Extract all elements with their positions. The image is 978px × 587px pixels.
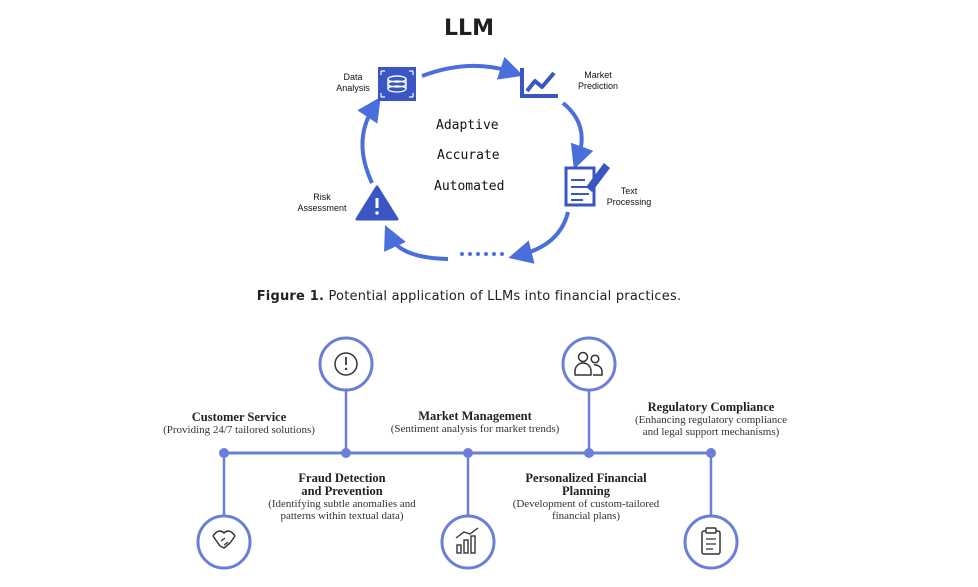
timeline-item-desc: (Development of custom-tailored financia…	[512, 498, 660, 522]
node-label-data-analysis: Data Analysis	[336, 72, 370, 93]
timeline-item-desc: (Identifying subtle anomalies and patter…	[268, 498, 416, 522]
timeline-item-title: Fraud Detection and Prevention	[298, 471, 386, 498]
figure-caption-label: Figure 1.	[256, 289, 325, 304]
node-label-market-prediction: Market Prediction	[577, 70, 619, 91]
arrow-dots-to-risk	[384, 225, 449, 261]
figure-caption-text: Potential application of LLMs into finan…	[328, 289, 682, 304]
timeline-item-desc: (Enhancing regulatory compliance and leg…	[634, 414, 788, 438]
ellipsis-dots	[460, 252, 504, 256]
figure-caption: Figure 1. Potential application of LLMs …	[0, 289, 938, 304]
quality-automated: Automated	[434, 179, 505, 194]
users-icon	[561, 336, 617, 392]
arrow-analysis-to-prediction	[421, 56, 524, 80]
node-label-text-processing: Text Processing	[606, 186, 652, 207]
data-analysis-icon	[378, 67, 416, 101]
market-prediction-icon	[520, 68, 558, 98]
arrow-text-to-dots	[508, 211, 570, 264]
node-label-risk-assessment: Risk Assessment	[297, 192, 347, 213]
timeline-item-fraud-detection: Fraud Detection and Prevention (Identify…	[242, 471, 442, 523]
quality-accurate: Accurate	[437, 148, 500, 163]
timeline-item-personalized-planning: Personalized Financial Planning (Develop…	[486, 471, 686, 523]
quality-adaptive: Adaptive	[436, 118, 499, 133]
timeline-item-desc: (Providing 24/7 tailored solutions)	[163, 424, 315, 436]
risk-warning-icon	[355, 185, 399, 221]
timeline-item-title: Market Management	[418, 409, 532, 423]
text-processing-icon	[564, 163, 610, 207]
timeline-item-title: Regulatory Compliance	[647, 400, 775, 414]
timeline-item-desc: (Sentiment analysis for market trends)	[390, 423, 560, 435]
timeline-item-title: Customer Service	[191, 410, 287, 424]
arrow-prediction-to-text	[561, 101, 594, 170]
diagram-title: LLM	[444, 16, 494, 41]
exclamation-circle-icon	[318, 336, 374, 392]
timeline-item-title: Personalized Financial Planning	[525, 471, 647, 498]
clipboard-icon	[683, 514, 739, 570]
bar-chart-icon	[440, 514, 496, 570]
timeline-item-customer-service: Customer Service (Providing 24/7 tailore…	[134, 410, 344, 437]
arrow-risk-to-analysis	[357, 97, 381, 184]
timeline-item-regulatory-compliance: Regulatory Compliance (Enhancing regulat…	[606, 400, 816, 439]
timeline-item-market-management: Market Management (Sentiment analysis fo…	[370, 409, 580, 436]
handshake-icon	[196, 514, 252, 570]
